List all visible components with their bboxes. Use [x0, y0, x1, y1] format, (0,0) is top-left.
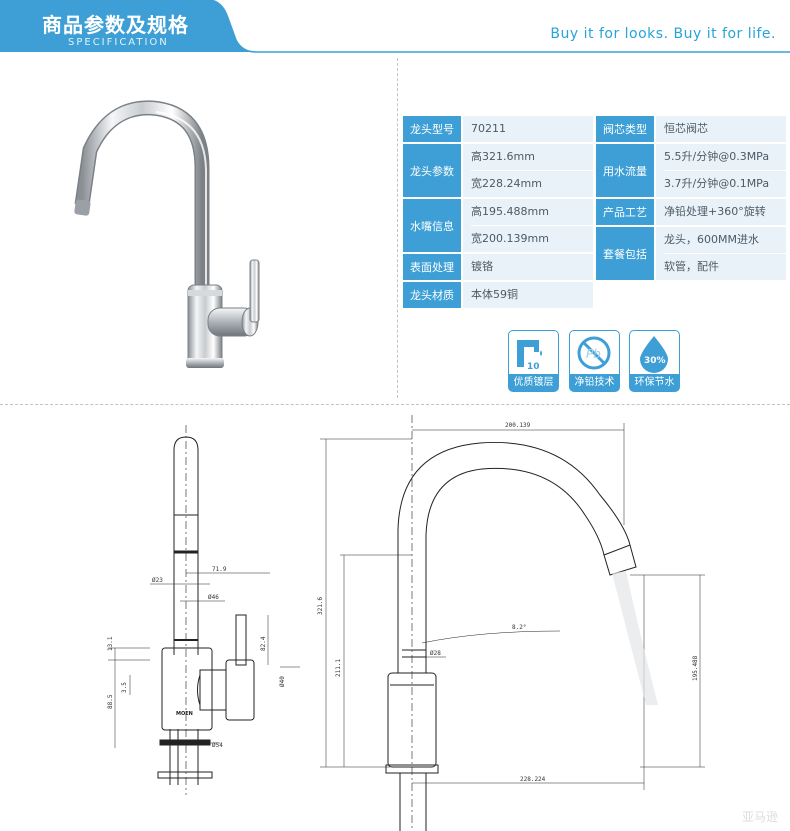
- spec-row: 用水流量 5.5升/分钟@0.3MPa 3.7升/分钟@0.1MPa: [596, 144, 786, 199]
- spec-row: 阀芯类型恒芯阀芯: [596, 116, 786, 144]
- spec-value-line: 宽200.139mm: [471, 225, 593, 252]
- spec-label: 水嘴信息: [403, 199, 461, 254]
- spec-label: 产品工艺: [596, 199, 654, 227]
- plating-10-icon: 10: [517, 340, 542, 372]
- watermark: 亚马逊: [741, 810, 778, 824]
- spec-value-line: 软管，配件: [664, 253, 786, 280]
- svg-text:71.9: 71.9: [212, 566, 227, 573]
- spec-value-line: 净铅处理+360°旋转: [664, 205, 766, 218]
- badge-water-saving-label: 环保节水: [629, 374, 680, 392]
- spec-label: 用水流量: [596, 144, 654, 199]
- svg-text:82.4: 82.4: [260, 636, 267, 651]
- svg-text:10: 10: [527, 362, 540, 372]
- spec-row: 龙头材质本体59铜: [403, 282, 593, 310]
- technical-drawing: 200.139 321.6 211.1 195.488 228.224 8.2°…: [107, 415, 705, 831]
- spec-value: 龙头，600MM进水软管，配件: [656, 227, 786, 282]
- spec-row: 表面处理镀铬: [403, 254, 593, 282]
- svg-text:Ø46: Ø46: [208, 594, 219, 601]
- spec-value: 净铅处理+360°旋转: [656, 199, 786, 227]
- svg-text:Pb: Pb: [586, 347, 601, 361]
- svg-text:30%: 30%: [644, 356, 666, 366]
- spec-value-line: 3.7升/分钟@0.1MPa: [664, 170, 786, 197]
- front-view-drawing: [320, 415, 705, 831]
- faucet-product-image: [74, 100, 260, 368]
- badge-lead-free: Pb 净铅技术: [569, 330, 620, 392]
- brand-mark: MOEN: [176, 711, 193, 717]
- spec-row: 水嘴信息高195.488mm 宽200.139mm: [403, 199, 593, 254]
- page-title: 商品参数及规格: [42, 13, 189, 37]
- spec-label: 阀芯类型: [596, 116, 654, 144]
- spec-value-line: 宽228.24mm: [471, 170, 593, 197]
- spec-label: 龙头材质: [403, 282, 461, 310]
- svg-text:195.488: 195.488: [692, 655, 699, 681]
- spec-value: 高321.6mm 宽228.24mm: [463, 144, 593, 199]
- svg-text:228.224: 228.224: [520, 776, 546, 783]
- badge-plating-label: 优质镀层: [508, 374, 559, 392]
- vertical-divider: [397, 58, 398, 398]
- svg-text:211.1: 211.1: [335, 659, 342, 677]
- header-banner: 商品参数及规格 SPECIFICATION Buy it for looks. …: [0, 0, 790, 55]
- slogan: Buy it for looks. Buy it for life.: [550, 26, 776, 42]
- badge-lead-free-label: 净铅技术: [569, 374, 620, 392]
- header-shape: [0, 0, 790, 53]
- spec-value: 5.5升/分钟@0.3MPa 3.7升/分钟@0.1MPa: [656, 144, 786, 199]
- spec-row: 产品工艺净铅处理+360°旋转: [596, 199, 786, 227]
- spec-row: 龙头型号 70211: [403, 116, 593, 144]
- spec-row: 套餐包括龙头，600MM进水软管，配件: [596, 227, 786, 282]
- page-subtitle: SPECIFICATION: [68, 37, 169, 48]
- lead-free-pb-icon: Pb: [577, 336, 611, 370]
- spec-row: 龙头参数高321.6mm 宽228.24mm: [403, 144, 593, 199]
- side-view-drawing: [108, 425, 300, 795]
- spec-value-line: 高195.488mm: [471, 205, 549, 218]
- svg-text:13.1: 13.1: [107, 636, 114, 651]
- svg-text:Ø23: Ø23: [152, 577, 163, 584]
- spec-value-line: 镀铬: [471, 260, 493, 273]
- spec-label: 表面处理: [403, 254, 461, 282]
- svg-text:3.5: 3.5: [121, 682, 128, 693]
- spec-value-line: 70211: [471, 122, 506, 135]
- spec-value-line: 恒芯阀芯: [664, 122, 708, 135]
- spec-value: 恒芯阀芯: [656, 116, 786, 144]
- spec-label: 龙头型号: [403, 116, 461, 144]
- water-drop-icon: 30%: [640, 336, 668, 373]
- svg-text:88.5: 88.5: [107, 694, 114, 709]
- horizontal-divider: [0, 404, 790, 405]
- svg-text:Ø54: Ø54: [212, 742, 223, 749]
- spec-value: 镀铬: [463, 254, 593, 282]
- svg-text:Ø40: Ø40: [279, 676, 286, 687]
- water-stream: [612, 571, 658, 705]
- svg-text:8.2°: 8.2°: [512, 624, 526, 631]
- spec-value-line: 高321.6mm: [471, 150, 535, 163]
- spec-value-line: 5.5升/分钟@0.3MPa: [664, 150, 770, 163]
- spec-value: 本体59铜: [463, 282, 593, 310]
- spec-label: 套餐包括: [596, 227, 654, 282]
- spec-value: 70211: [463, 116, 593, 144]
- spec-value: 高195.488mm 宽200.139mm: [463, 199, 593, 254]
- spec-label: 龙头参数: [403, 144, 461, 199]
- spec-value-line: 本体59铜: [471, 288, 518, 301]
- spec-table-right: 阀芯类型恒芯阀芯用水流量 5.5升/分钟@0.3MPa 3.7升/分钟@0.1MPa…: [596, 116, 786, 282]
- badge-water-saving: 30% 环保节水: [629, 330, 680, 392]
- badge-plating: 10 优质镀层: [508, 330, 559, 392]
- svg-text:200.139: 200.139: [505, 422, 531, 429]
- svg-text:321.6: 321.6: [317, 597, 324, 615]
- svg-text:Ø28: Ø28: [430, 650, 441, 657]
- spec-value-line: 龙头，600MM进水: [664, 233, 759, 246]
